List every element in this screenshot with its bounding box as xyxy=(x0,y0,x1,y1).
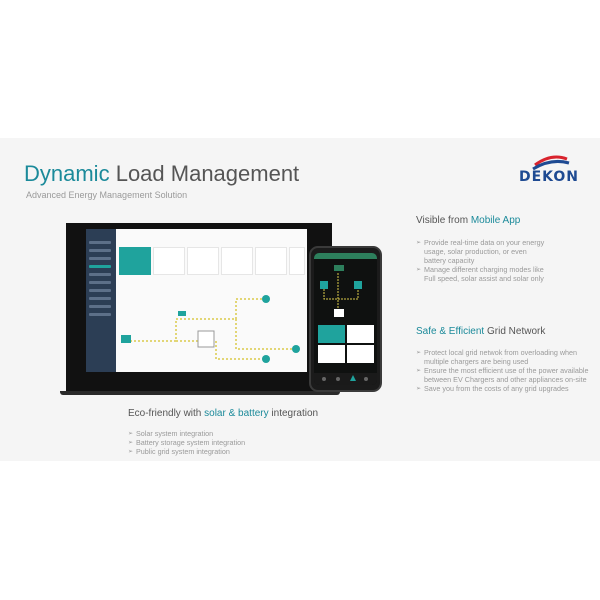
stat-card xyxy=(221,247,253,275)
stat-card xyxy=(289,247,305,275)
sidebar-item-active xyxy=(89,265,111,268)
eco-bullets: Solar system integration Battery storage… xyxy=(128,429,328,456)
list-item: Battery storage system integration xyxy=(128,438,328,447)
mobile-card xyxy=(347,345,374,363)
mobile-section-title: Visible from Mobile App xyxy=(416,215,520,226)
energy-flow-diagram xyxy=(121,295,300,363)
sidebar-item xyxy=(89,257,111,260)
eco-title-plain: Eco-friendly with xyxy=(128,408,202,419)
eco-title-accent: solar & battery xyxy=(204,408,269,419)
dashboard-screen xyxy=(86,229,307,372)
mobile-tab-bar xyxy=(314,373,377,385)
grid-title-accent: Safe & Efficient xyxy=(416,326,485,337)
charger-icon xyxy=(197,330,215,348)
mobile-status-bar xyxy=(314,253,377,259)
sidebar-item xyxy=(89,289,111,292)
ev-icon xyxy=(262,355,270,363)
mobile-card xyxy=(318,325,345,343)
sidebar-item xyxy=(89,313,111,316)
list-item: Public grid system integration xyxy=(128,447,328,456)
eco-title-plain: integration xyxy=(271,408,319,419)
sidebar-item xyxy=(89,249,111,252)
logo-swoosh-icon xyxy=(532,155,570,171)
laptop-base xyxy=(60,391,340,395)
title-rest: Load Management xyxy=(115,161,300,186)
stat-card xyxy=(119,247,151,275)
logo-text: DEKON xyxy=(519,169,580,185)
grid-icon xyxy=(262,295,270,303)
stat-card xyxy=(153,247,185,275)
mobile-app-screen xyxy=(314,253,377,385)
sidebar-item xyxy=(89,273,111,276)
dashboard-sidebar xyxy=(86,229,116,372)
slide: Dynamic Load Management Advanced Energy … xyxy=(0,138,600,461)
grid-bullets: Protect local grid netwok from overloadi… xyxy=(416,348,596,393)
title-accent: Dynamic xyxy=(24,161,110,186)
battery-icon xyxy=(121,335,131,343)
list-item: Protect local grid netwok from overloadi… xyxy=(416,348,596,366)
mobile-title-plain: Visible from xyxy=(416,215,469,226)
mobile-title-accent: Mobile App xyxy=(470,215,521,226)
stat-card xyxy=(187,247,219,275)
sidebar-item xyxy=(89,297,111,300)
mobile-flow-diagram xyxy=(314,265,377,385)
eco-section-title: Eco-friendly with solar & battery integr… xyxy=(128,408,318,419)
page-subtitle: Advanced Energy Management Solution xyxy=(26,190,188,200)
grid-title-plain: Grid Network xyxy=(486,326,546,337)
page-title: Dynamic Load Management xyxy=(24,161,299,187)
list-item: Ensure the most efficient use of the pow… xyxy=(416,366,596,384)
mobile-card xyxy=(347,325,374,343)
sidebar-item xyxy=(89,305,111,308)
list-item: Solar system integration xyxy=(128,429,328,438)
solar-panel-icon xyxy=(178,311,186,316)
list-item: Save you from the costs of any grid upgr… xyxy=(416,384,596,393)
home-icon xyxy=(292,345,300,353)
mobile-card xyxy=(318,345,345,363)
list-item: Manage different charging modes like Ful… xyxy=(416,265,546,283)
phone-mockup xyxy=(309,246,382,392)
grid-section-title: Safe & Efficient Grid Network xyxy=(416,326,545,337)
dekon-logo: DEKON xyxy=(519,150,579,194)
mobile-bullets: Provide real-time data on your energy us… xyxy=(416,238,546,283)
stat-card xyxy=(255,247,287,275)
laptop-mockup xyxy=(66,223,332,391)
sidebar-item xyxy=(89,241,111,244)
sidebar-item xyxy=(89,281,111,284)
list-item: Provide real-time data on your energy us… xyxy=(416,238,546,265)
